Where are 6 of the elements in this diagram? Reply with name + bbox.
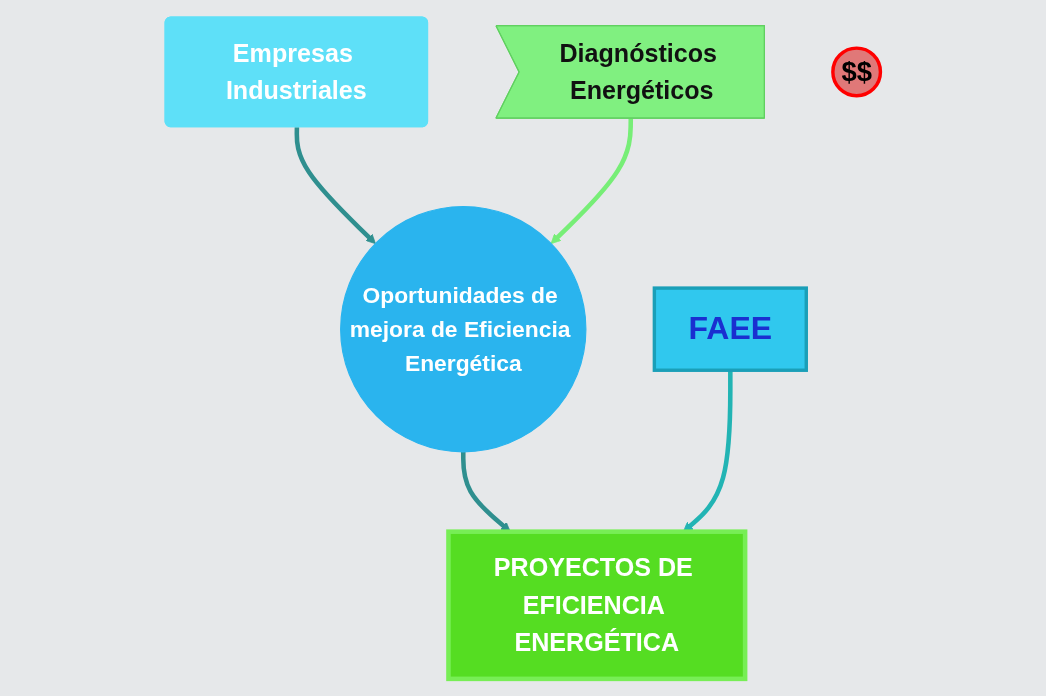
arrow: [550, 118, 634, 245]
arrow: [294, 127, 377, 245]
node-circle: $$: [831, 46, 883, 98]
node-box: FAEE: [652, 286, 809, 372]
node-circle: Oportunidades de mejora de Eficiencia Energética: [340, 205, 587, 453]
node-box: PROYECTOS DE EFICIENCIA ENERGÉTICA: [446, 529, 748, 682]
